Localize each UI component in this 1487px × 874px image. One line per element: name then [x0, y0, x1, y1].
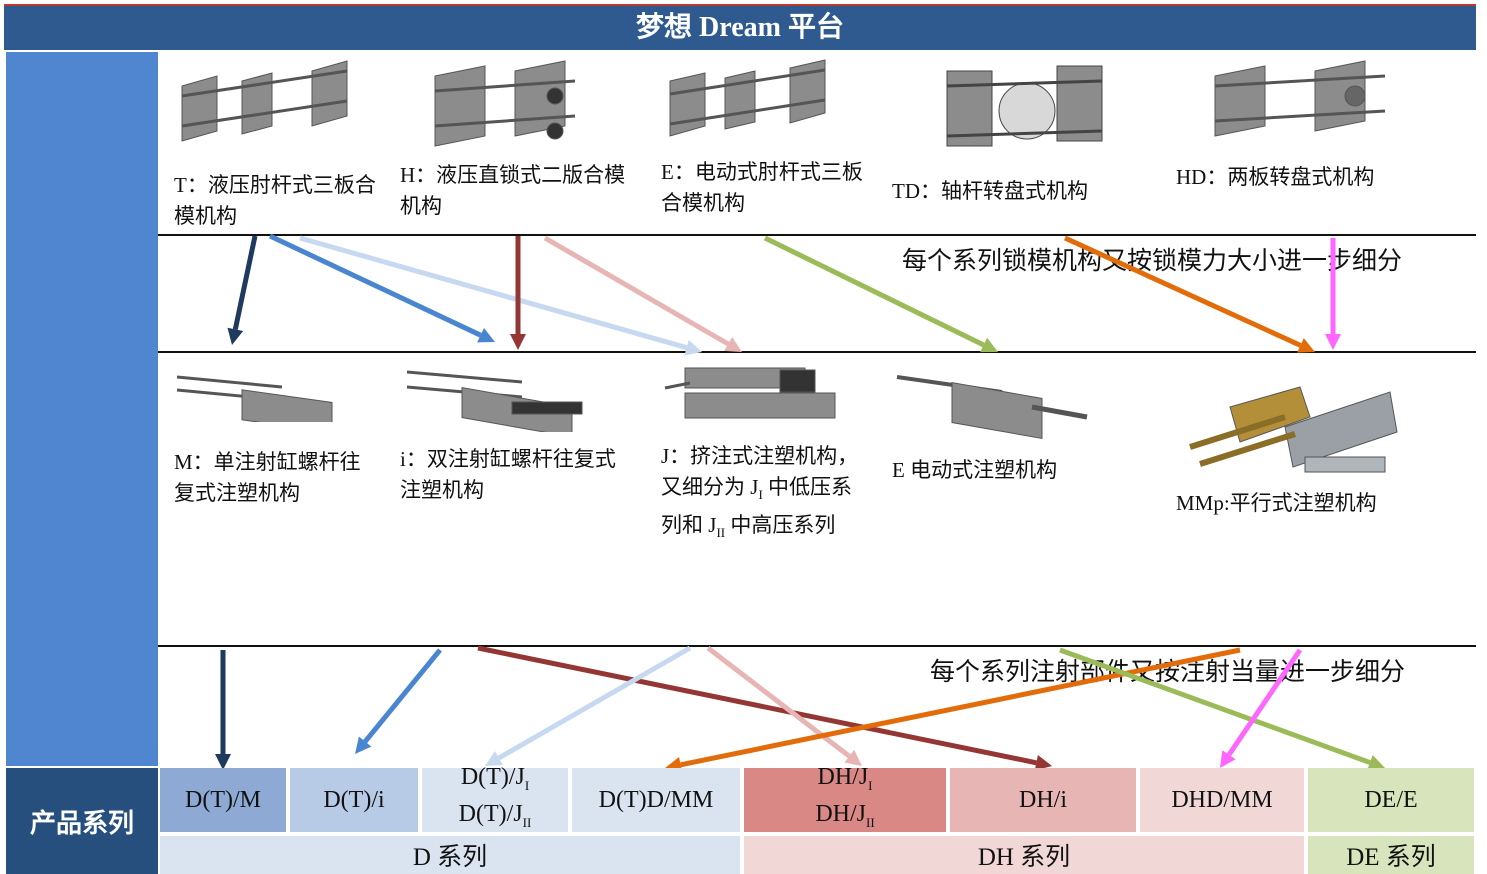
connector-arrow — [477, 645, 1037, 766]
connector-arrow — [706, 646, 851, 759]
arrow-head — [227, 327, 244, 345]
injection-label-m: M：单注射缸螺杆往复式注塑机构 — [174, 450, 361, 505]
injection-label-i: i：双注射缸螺杆往复式注塑机构 — [400, 447, 616, 502]
clamping-label-h: H：液压直锁式二版合模机构 — [400, 163, 626, 218]
series-cell-d: D 系列 — [160, 836, 740, 874]
clamping-label-t: T：液压肘杆式三板合模机构 — [174, 173, 376, 228]
divider-line — [158, 234, 1476, 236]
injection-unit-icon — [402, 362, 587, 438]
arrow-head — [1034, 754, 1052, 771]
injection-unit-icon — [172, 362, 342, 434]
injection-unit-icon — [892, 362, 1097, 447]
page-title: 梦想 Dream 平台 — [4, 4, 1476, 50]
left-sidebar-band — [6, 52, 158, 766]
divider-line — [158, 351, 1476, 353]
arrow-head — [684, 339, 702, 356]
product-cell-dh-j: DH/JI DH/JII — [744, 764, 946, 832]
arrow-head — [724, 337, 742, 352]
product-cell-dt-i: D(T)/i — [290, 768, 418, 832]
product-cell-dhd-mm: DHD/MM — [1140, 768, 1304, 832]
injection-label-j: J：挤注式注塑机构，又细分为 JI 中低压系列和 JII 中高压系列 — [661, 444, 859, 541]
connector-arrow — [232, 235, 258, 330]
clamping-machine-icon — [660, 56, 840, 161]
clamping-subdivision-note: 每个系列锁模机构又按锁模力大小进一步细分 — [902, 248, 1403, 275]
connector-arrow — [680, 647, 1241, 768]
series-cell-de: DE 系列 — [1308, 836, 1474, 874]
clamping-label-e: E：电动式肘杆式三板合模机构 — [661, 160, 863, 215]
series-cell-dh: DH 系列 — [744, 836, 1304, 874]
arrow-head — [1325, 334, 1341, 350]
product-cell-dt-j: D(T)/JI D(T)/JII — [422, 764, 568, 832]
injection-label-e: E 电动式注塑机构 — [892, 458, 1058, 482]
arrow-head — [510, 334, 526, 350]
connector-arrow — [497, 645, 692, 761]
connector-arrow — [1226, 648, 1303, 757]
connector-arrow — [543, 235, 730, 347]
connector-arrow — [1063, 235, 1302, 348]
clamping-machine-icon — [942, 56, 1112, 171]
connector-arrow — [299, 235, 688, 351]
clamping-machine-icon — [425, 56, 585, 161]
clamping-label-hd: HD：两板转盘式机构 — [1176, 165, 1375, 189]
product-cell-dt-m: D(T)/M — [160, 768, 286, 832]
connector-arrow — [363, 648, 442, 744]
arrow-head — [477, 327, 495, 343]
connector-arrow — [1059, 647, 1371, 765]
product-cell-dtd-mm: D(T)D/MM — [572, 768, 740, 832]
arrow-head — [1297, 338, 1315, 353]
injection-unit-icon — [1185, 372, 1405, 492]
arrow-head — [1220, 750, 1236, 768]
product-series-label: 产品系列 — [6, 768, 158, 874]
arrow-head — [485, 751, 503, 766]
connector-arrow — [763, 235, 985, 348]
product-cell-de-e: DE/E — [1308, 768, 1474, 832]
clamping-machine-icon — [172, 56, 362, 161]
arrow-head — [980, 337, 998, 353]
injection-unit-icon — [660, 358, 855, 443]
clamping-machine-icon — [1205, 56, 1395, 151]
clamping-label-td: TD：轴杆转盘式机构 — [892, 179, 1088, 203]
divider-line — [158, 645, 1476, 647]
arrow-head — [355, 736, 372, 754]
arrow-head — [1367, 755, 1385, 771]
product-cell-dh-i: DH/i — [950, 768, 1136, 832]
injection-label-mmp: MMp:平行式注塑机构 — [1176, 491, 1377, 515]
connector-arrow — [268, 233, 482, 338]
arrow-head — [215, 754, 231, 770]
arrow-head — [844, 749, 862, 766]
